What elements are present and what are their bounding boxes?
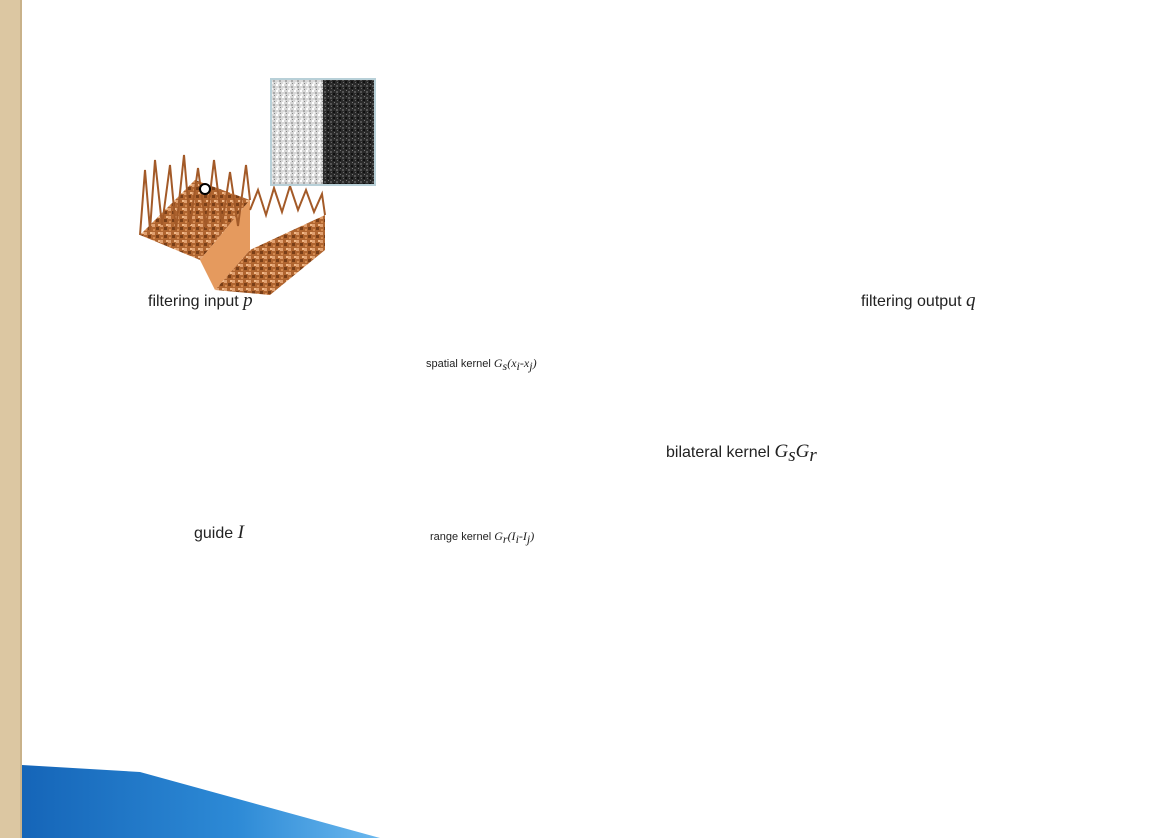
guide-label: guide I [194,522,244,543]
bilateral-kernel-label: bilateral kernel GsGr [666,441,817,467]
input-image-thumbnail [270,78,376,186]
filtering-input-label: filtering input p [148,290,253,311]
left-border-strip [0,0,20,838]
left-border-line [20,0,22,838]
spatial-kernel-label: spatial kernel Gs(xi-xj) [426,356,537,374]
range-kernel-label: range kernel Gr(Ii-Ij) [430,529,535,547]
input-noisy-surface [139,154,326,295]
input-pixel-marker [199,183,211,195]
filtering-output-label: filtering output q [861,290,976,311]
corner-wedge [22,765,380,838]
